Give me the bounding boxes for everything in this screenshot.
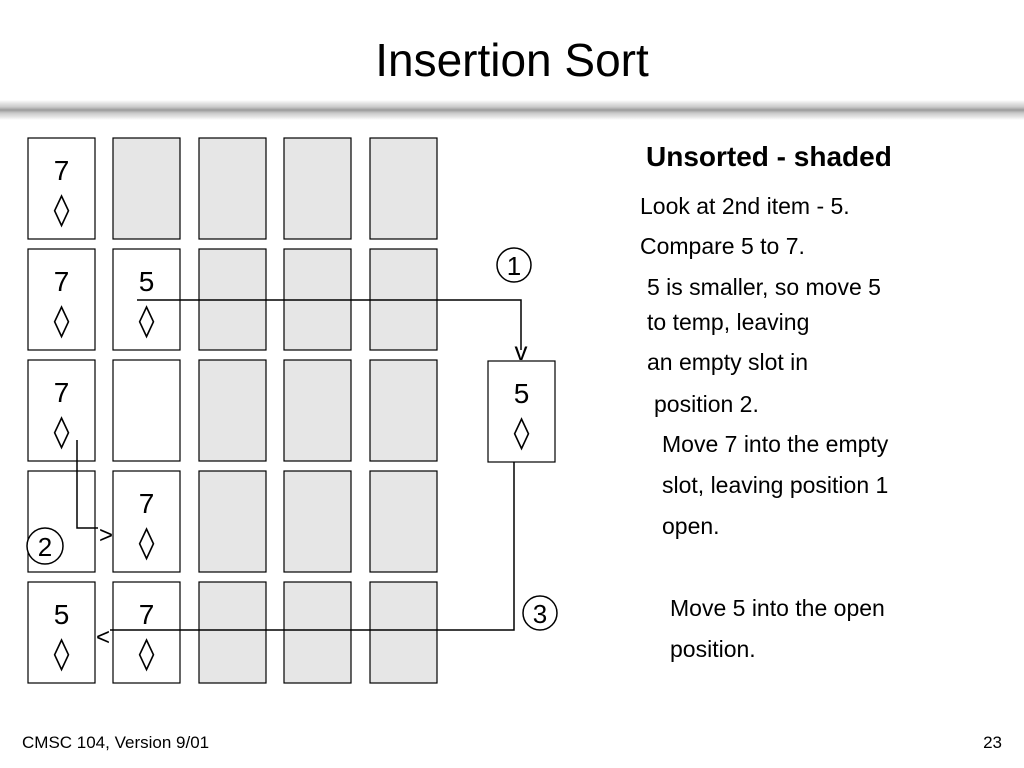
note-line: Move 7 into the empty (662, 431, 889, 457)
arrowhead-down: v (515, 336, 528, 366)
card-value: 5 (139, 266, 155, 297)
diamond-suit-icon: ◊ (139, 634, 155, 672)
step-1-circle (496, 247, 532, 283)
step-3-circle (522, 595, 558, 631)
note-line: position. (670, 636, 756, 662)
note-line: Compare 5 to 7. (640, 233, 805, 259)
note-line: open. (662, 513, 720, 539)
step-2-circle (26, 527, 64, 565)
diamond-suit-icon: ◊ (54, 190, 70, 228)
card-shaded (283, 581, 352, 684)
step-2-number: 2 (38, 532, 52, 562)
card (27, 248, 96, 351)
card (27, 581, 96, 684)
arrowhead-right: > (99, 522, 113, 549)
card-shaded (198, 581, 267, 684)
card-value: 7 (54, 155, 70, 186)
card-value: 7 (54, 266, 70, 297)
note-line: position 2. (654, 391, 759, 417)
note-line: Move 5 into the open (670, 595, 885, 621)
unsorted-legend: Unsorted - shaded (646, 141, 892, 172)
card (27, 359, 96, 462)
diamond-suit-icon: ◊ (139, 301, 155, 339)
title-divider (0, 100, 1024, 120)
card (112, 470, 181, 573)
course-footer: CMSC 104, Version 9/01 (22, 733, 210, 752)
diamond-suit-icon: ◊ (54, 634, 70, 672)
card-value: 5 (514, 378, 530, 409)
note-line: Look at 2nd item - 5. (640, 193, 850, 219)
card-temp (487, 360, 556, 463)
card-shaded (198, 137, 267, 240)
note-line: 5 is smaller, so move 5 (647, 274, 881, 300)
card-shaded (283, 359, 352, 462)
step-1-number: 1 (507, 251, 521, 281)
card-value: 7 (139, 599, 155, 630)
arrowhead-left: < (96, 624, 110, 651)
card-shaded (369, 359, 438, 462)
card-shaded (198, 359, 267, 462)
card-value: 5 (54, 599, 70, 630)
card-shaded (198, 470, 267, 573)
note-line: slot, leaving position 1 (662, 472, 889, 498)
card-shaded (283, 470, 352, 573)
diamond-suit-icon: ◊ (139, 523, 155, 561)
card-shaded (112, 137, 181, 240)
connector-step-2 (76, 440, 98, 529)
slide-title: Insertion Sort (375, 34, 649, 86)
note-line: to temp, leaving (647, 309, 810, 335)
card-shaded (369, 581, 438, 684)
note-line: an empty slot in (647, 349, 809, 375)
card (112, 359, 181, 462)
connector-step-1 (137, 299, 522, 350)
connector-step-3 (110, 462, 515, 631)
diamond-suit-icon: ◊ (514, 413, 530, 451)
step-3-number: 3 (533, 599, 547, 629)
card-shaded (369, 137, 438, 240)
card (27, 137, 96, 240)
diamond-suit-icon: ◊ (54, 412, 70, 450)
card-value: 7 (139, 488, 155, 519)
card-shaded (283, 137, 352, 240)
page-number: 23 (983, 733, 1002, 752)
card (112, 581, 181, 684)
card-grid: 7 ◊ 7 ◊ 5 ◊ 7 ◊ 7 ◊ 5 ◊ 7 ◊ 5 ◊ (27, 137, 556, 684)
card-value: 7 (54, 377, 70, 408)
card-shaded (369, 470, 438, 573)
diamond-suit-icon: ◊ (54, 301, 70, 339)
